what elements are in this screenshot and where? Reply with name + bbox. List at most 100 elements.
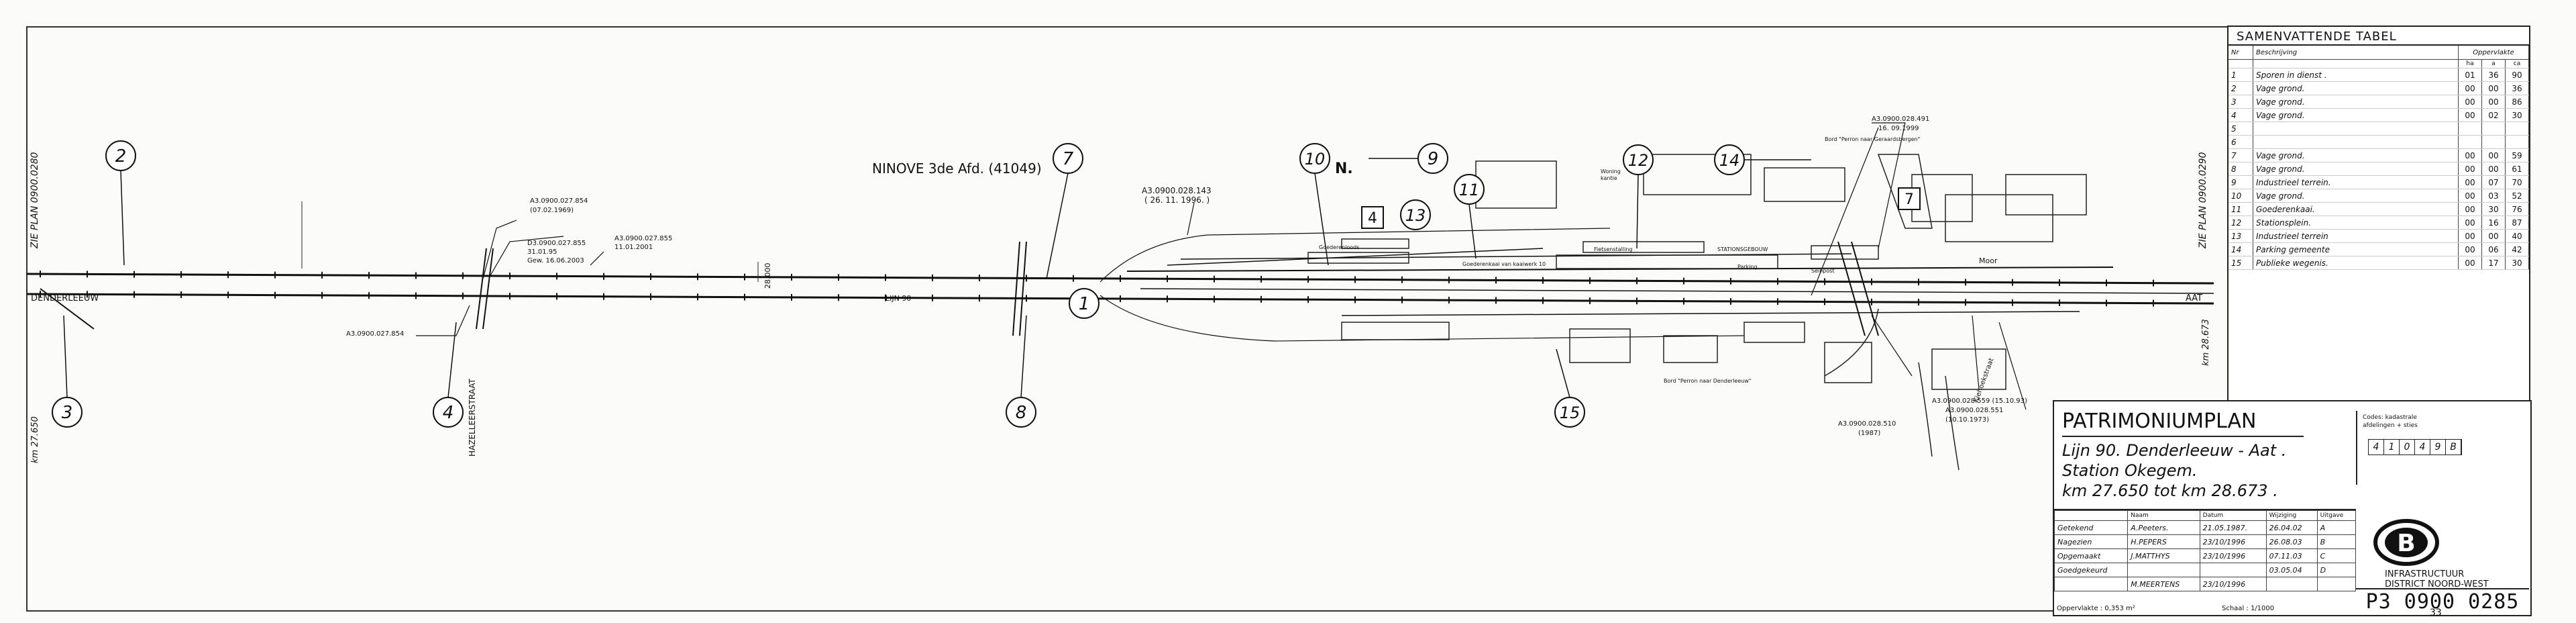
summary-cell-ha: 00 <box>2458 108 2482 122</box>
direction-left: DENDERLEEUW <box>31 293 99 303</box>
title-block: PATRIMONIUMPLAN Lijn 90. Denderleeuw - A… <box>2053 400 2532 616</box>
svg-text:A3.0900.028.143: A3.0900.028.143 <box>1142 186 1212 195</box>
svg-text:B: B <box>2397 530 2415 557</box>
summary-cell-ca <box>2505 135 2529 149</box>
summary-cell-desc: Industrieel terrein <box>2253 229 2459 243</box>
street-hazelleer: HAZELLEERSTRAAT <box>468 378 477 457</box>
code-digit: 0 <box>2400 440 2415 454</box>
svg-text:3: 3 <box>62 403 73 423</box>
summary-cell-a: 00 <box>2481 162 2506 176</box>
svg-text:A3.0900.028.510: A3.0900.028.510 <box>1838 420 1896 428</box>
code-digit: B <box>2446 440 2461 454</box>
reference-labels: A3.0900.027.854 (07.02.1969) D3.0900.027… <box>346 115 2027 437</box>
svg-text:7: 7 <box>1904 191 1914 208</box>
summary-cell-ca: 70 <box>2505 175 2529 189</box>
summary-cell-nr: 3 <box>2229 95 2253 109</box>
logo-b-icon: B <box>2373 519 2439 566</box>
summary-cell-desc: Parking gemeente <box>2253 242 2459 256</box>
summary-cell-a: 07 <box>2481 175 2506 189</box>
code-digit: 4 <box>2415 440 2430 454</box>
summary-cell-nr: 12 <box>2229 215 2253 230</box>
summary-cell-ha <box>2458 122 2482 136</box>
svg-text:A3.0900.027.855: A3.0900.027.855 <box>614 235 672 242</box>
grid-cell <box>2316 577 2357 591</box>
summary-cell-nr: 11 <box>2229 202 2253 216</box>
summary-cell-a <box>2481 135 2506 149</box>
svg-text:A3.0900.027.854: A3.0900.027.854 <box>530 197 588 205</box>
area-label: NINOVE 3de Afd. (41049) <box>872 160 1042 177</box>
code-digit: 1 <box>2384 440 2400 454</box>
parcel-7-box: 7 <box>1898 187 1921 210</box>
parcel-2: 2 <box>105 140 136 266</box>
codes-label: Codes: kadastrale <box>2363 414 2417 421</box>
grid-cell: A <box>2316 520 2357 535</box>
summary-cell-ha: 00 <box>2458 242 2482 256</box>
svg-text:15: 15 <box>1560 403 1580 422</box>
col-a: a <box>2481 59 2506 68</box>
parcel-9: 9 <box>1368 143 1448 174</box>
summary-cell-nr: 13 <box>2229 229 2253 243</box>
parcel-4: 4 <box>433 322 464 428</box>
summary-cell-nr: 7 <box>2229 148 2253 162</box>
svg-text:A3.0900.027.854: A3.0900.027.854 <box>346 330 404 338</box>
summary-table: SAMENVATTENDE TABEL Nr Beschrijving Oppe… <box>2227 26 2530 410</box>
grid-cell: Goedgekeurd <box>2053 563 2129 577</box>
grid-head: Datum <box>2199 510 2267 521</box>
summary-cell-ca: 59 <box>2505 148 2529 162</box>
infrabel-logo: B INFRASTRUCTUUR DISTRICT NOORD-WEST <box>2366 516 2522 589</box>
brand-line: DISTRICT NOORD-WEST <box>2385 579 2489 589</box>
summary-cell-a: 00 <box>2481 148 2506 162</box>
svg-text:11: 11 <box>1459 181 1480 199</box>
summary-cell-desc: Sporen in dienst . <box>2253 68 2459 82</box>
svg-text:8: 8 <box>1016 403 1027 423</box>
street-kiehoek: Kiehoekstraat <box>1972 357 1995 403</box>
summary-cell-ha: 00 <box>2458 95 2482 109</box>
summary-cell-ha: 01 <box>2458 68 2482 82</box>
summary-cell-ca: 90 <box>2505 68 2529 82</box>
grid-cell <box>2199 563 2267 577</box>
summary-cell-nr: 1 <box>2229 68 2253 82</box>
grid-cell: C <box>2316 548 2357 563</box>
summary-cell-a: 00 <box>2481 95 2506 109</box>
svg-text:(07.02.1969): (07.02.1969) <box>530 207 574 214</box>
summary-cell-ha: 00 <box>2458 215 2482 230</box>
svg-text:4: 4 <box>1368 210 1377 227</box>
summary-cell-a: 02 <box>2481 108 2506 122</box>
svg-text:STATIONSGEBOUW: STATIONSGEBOUW <box>1717 246 1768 252</box>
svg-text:12: 12 <box>1628 151 1649 170</box>
svg-text:9: 9 <box>1428 149 1439 169</box>
summary-cell-ca: 52 <box>2505 189 2529 203</box>
plan-ref-left: ZIE PLAN 0900.0280 <box>30 152 40 249</box>
summary-cell-desc: Industrieel terrein. <box>2253 175 2459 189</box>
col-desc: Beschrijving <box>2253 46 2459 60</box>
svg-text:13: 13 <box>1405 206 1426 225</box>
svg-text:Seinpost: Seinpost <box>1811 268 1835 274</box>
summary-cell-a: 03 <box>2481 189 2506 203</box>
grid-head: Naam <box>2127 510 2200 521</box>
grid-cell: 07.11.03 <box>2265 548 2318 563</box>
summary-cell-ca: 30 <box>2505 108 2529 122</box>
svg-text:(10.10.1973): (10.10.1973) <box>1945 416 1989 424</box>
svg-text:31.01.95: 31.01.95 <box>527 248 557 256</box>
col-area: Oppervlakte <box>2458 46 2529 60</box>
summary-cell-ca: 86 <box>2505 95 2529 109</box>
svg-text:Goederenkaai van kaaiwerk 10: Goederenkaai van kaaiwerk 10 <box>1462 261 1546 267</box>
svg-text:14: 14 <box>1719 151 1740 170</box>
subtitle-line: Lijn 90. Denderleeuw - Aat . <box>2062 441 2287 460</box>
summary-cell-nr: 9 <box>2229 175 2253 189</box>
km-markers <box>301 201 759 282</box>
scale-note: Schaal : 1/1000 <box>2222 605 2275 612</box>
summary-cell-desc: Vage grond. <box>2253 108 2459 122</box>
svg-text:Woning: Woning <box>1601 169 1621 175</box>
